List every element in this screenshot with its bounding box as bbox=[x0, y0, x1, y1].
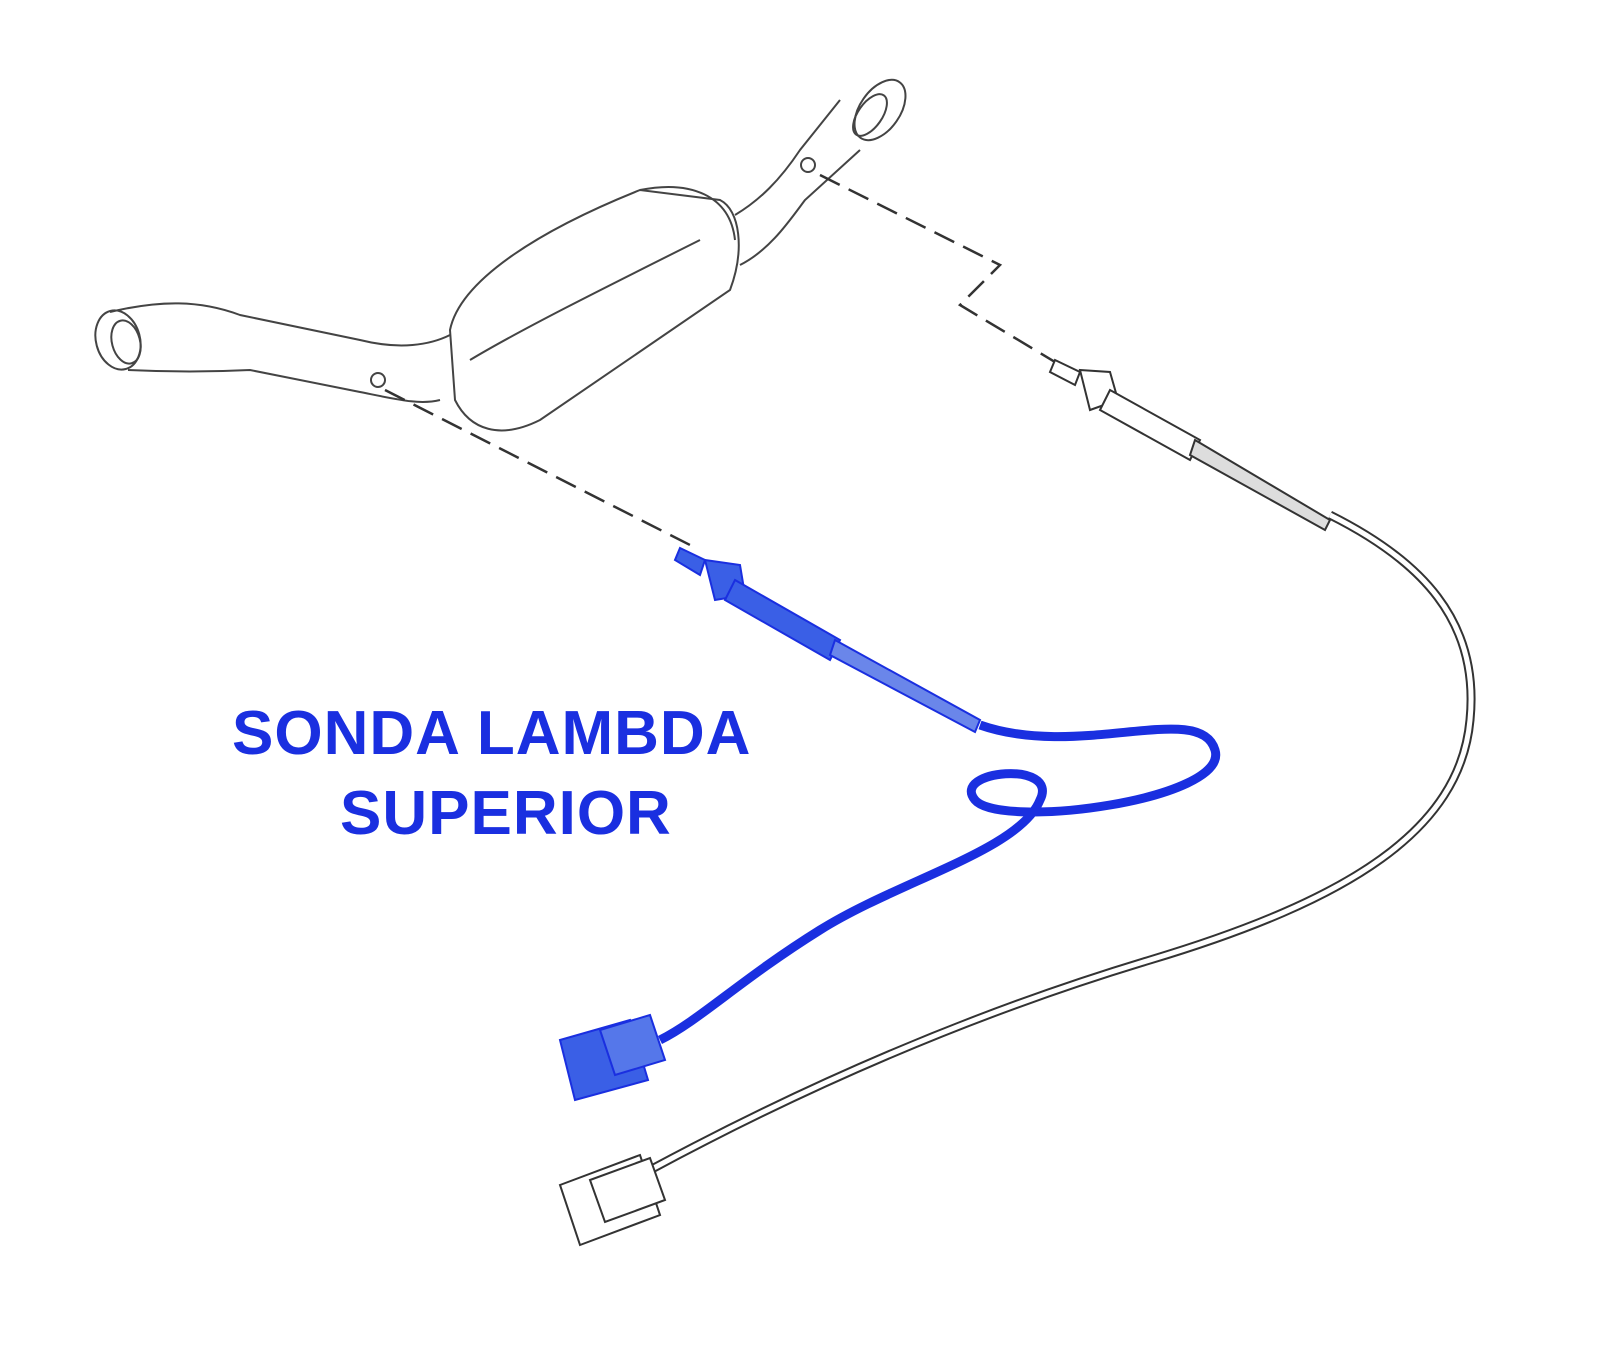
diagram-label-line1: SONDA LAMBDA bbox=[232, 699, 752, 768]
diagram-label-line2: SUPERIOR bbox=[340, 779, 672, 848]
exhaust-pipe-catalytic-converter bbox=[94, 78, 907, 432]
upper-lambda-sensor bbox=[558, 546, 1220, 1102]
lower-lambda-sensor bbox=[558, 358, 1476, 1247]
mounting-dashed-lines bbox=[384, 173, 1061, 547]
